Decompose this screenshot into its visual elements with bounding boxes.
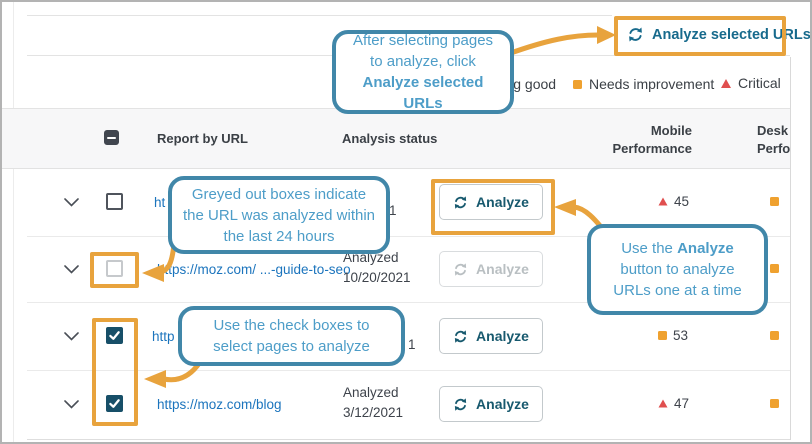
row-divider (27, 370, 790, 371)
column-header-desktop-performance: Desk Performa (757, 123, 790, 156)
analyze-button-label: Analyze (476, 396, 529, 412)
legend-critical-label: Critical (738, 75, 781, 91)
row-checkbox-disabled (106, 260, 123, 277)
highlight-box-checkboxes (92, 318, 138, 426)
highlight-box-analyze-selected (614, 16, 786, 56)
analysis-status-fragment: 1 (408, 337, 416, 352)
highlight-box-analyze-button (431, 179, 555, 235)
analyze-button[interactable]: Analyze (439, 386, 543, 422)
highlight-box-greyed-checkbox (90, 252, 139, 288)
indeterminate-minus-icon (107, 136, 116, 139)
row-divider (27, 302, 790, 303)
refresh-icon (453, 397, 468, 412)
desktop-performance-indicator needs-improvement-icon (770, 264, 779, 273)
row-checkbox[interactable] (106, 193, 123, 210)
critical-icon (658, 197, 668, 206)
needs-improvement-icon (658, 331, 667, 340)
arrow-to-analyze-selected (505, 26, 616, 57)
report-url-link[interactable]: http (152, 329, 175, 344)
column-header-report-by-url: Report by URL (157, 131, 248, 146)
row-divider (27, 439, 790, 440)
select-all-checkbox[interactable] (104, 130, 119, 145)
report-url-link[interactable]: https://moz.com/ ...-guide-to-seo (157, 262, 351, 277)
analyze-button-label: Analyze (476, 328, 529, 344)
desktop-performance-indicator needs-improvement-icon (770, 197, 779, 206)
legend-critical: Critical (721, 75, 781, 91)
table-right-edge (790, 57, 791, 440)
mobile-performance-value: 53 (658, 328, 688, 343)
callout-analyze-button: Use the Analyze button to analyze URLs o… (587, 224, 768, 315)
analysis-status: Analyzed 3/12/2021 (343, 385, 404, 420)
desktop-performance-indicator needs-improvement-icon (770, 399, 779, 408)
refresh-icon (453, 262, 468, 277)
critical-icon (658, 399, 668, 408)
callout-check-boxes: Use the check boxes to select pages to a… (178, 306, 405, 366)
row-divider (27, 236, 790, 237)
row-expand-chevron[interactable] (64, 198, 79, 207)
checkmark-icon (109, 331, 120, 340)
column-header-analysis-status: Analysis status (342, 131, 438, 146)
analyze-button[interactable]: Analyze (439, 184, 543, 220)
refresh-icon (627, 26, 644, 43)
callout-greyed-boxes: Greyed out boxes indicate the URL was an… (168, 176, 390, 254)
refresh-icon (453, 329, 468, 344)
needs-improvement-icon (573, 79, 582, 89)
refresh-icon (453, 195, 468, 210)
mobile-performance-value: 45 (658, 194, 689, 209)
desktop-performance-indicator needs-improvement-icon (770, 331, 779, 340)
analyze-button-label: Analyze (476, 261, 529, 277)
checkmark-icon (109, 399, 120, 408)
column-header-mobile-performance: Mobile Performance (612, 123, 692, 156)
row-expand-chevron[interactable] (64, 332, 79, 341)
analyze-button[interactable]: Analyze (439, 318, 543, 354)
row-expand-chevron[interactable] (64, 400, 79, 409)
analyze-button-disabled: Analyze (439, 251, 543, 287)
mobile-performance-value: 47 (658, 396, 689, 411)
analyze-selected-urls-label: Analyze selected URLs (652, 26, 811, 43)
table-header-row (2, 108, 790, 169)
row-checkbox-checked[interactable] (106, 327, 123, 344)
row-checkbox-checked[interactable] (106, 395, 123, 412)
report-url-link[interactable]: https://moz.com/blog (157, 397, 282, 412)
top-divider (27, 15, 612, 16)
analyze-selected-urls-button[interactable]: Analyze selected URLs (627, 26, 811, 43)
report-url-link[interactable]: ht (154, 195, 166, 210)
legend-needs-improvement: Needs improvement (573, 76, 714, 92)
callout-analyze-selected: After selecting pages to analyze, click … (332, 30, 514, 114)
analyze-button-label: Analyze (476, 194, 529, 210)
critical-icon (721, 78, 731, 88)
analysis-status-fragment: 1 (389, 203, 397, 218)
left-panel-divider (13, 2, 14, 442)
legend-needs-improvement-label: Needs improvement (589, 76, 715, 92)
row-expand-chevron[interactable] (64, 265, 79, 274)
